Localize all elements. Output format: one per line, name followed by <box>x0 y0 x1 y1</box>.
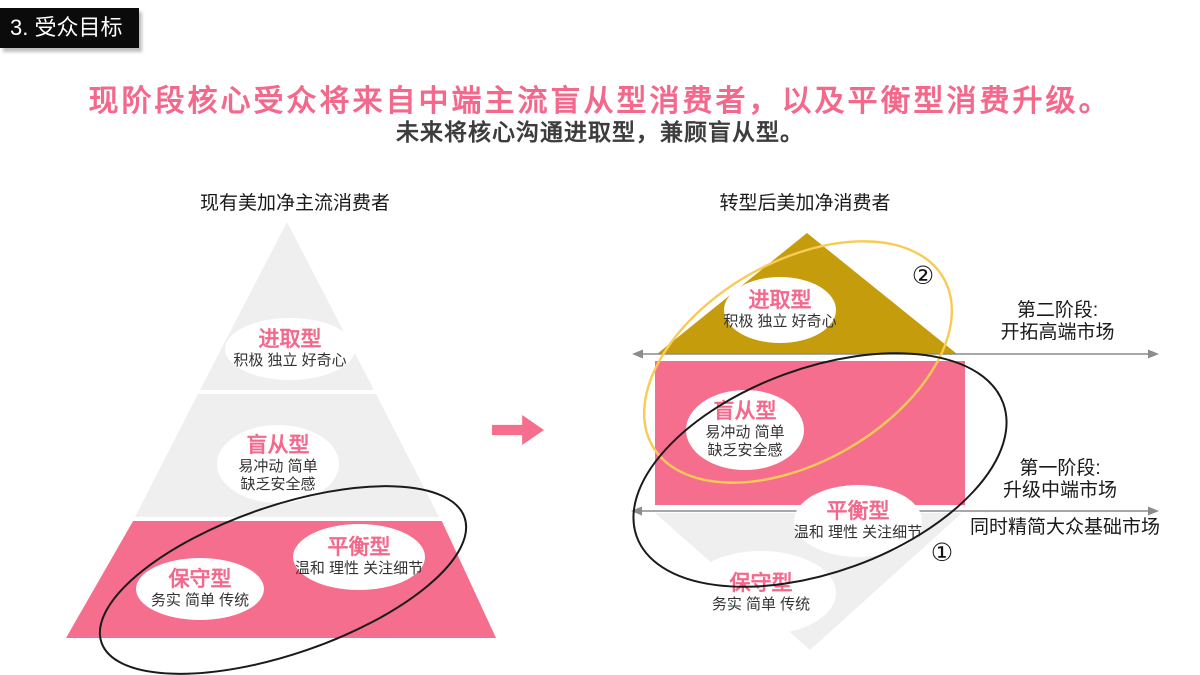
phase2-label: 第二阶段: 开拓高端市场 <box>955 300 1160 344</box>
phase2-marker-icon: ② <box>911 262 935 290</box>
bubble-ellipse <box>225 318 355 380</box>
segment-traits: 务实 简单 传统 <box>711 596 811 613</box>
segment-bubble-follower-left: 盲从型 易冲动 简单 缺乏安全感 <box>198 421 358 507</box>
segment-title: 盲从型 <box>713 400 777 423</box>
segment-traits: 积极 独立 好奇心 <box>233 352 347 369</box>
segment-traits-line1: 易冲动 简单 <box>705 424 785 441</box>
segment-bubble-proactive-left: 进取型 积极 独立 好奇心 <box>210 313 370 385</box>
segment-traits: 温和 理性 关注细节 <box>793 524 923 541</box>
phase2-label-line1: 第二阶段: <box>1016 300 1099 321</box>
slide-headline: 现阶段核心受众将来自中端主流盲从型消费者，以及平衡型消费升级。 <box>88 85 1112 118</box>
right-arrow-icon <box>492 415 544 445</box>
segment-traits: 积极 独立 好奇心 <box>723 313 837 330</box>
segment-title: 进取型 <box>258 328 322 351</box>
phase1-label-line1: 第一阶段: <box>1019 458 1101 479</box>
phase1-marker-icon: ① <box>930 539 954 567</box>
segment-title: 保守型 <box>729 572 793 595</box>
segment-title: 平衡型 <box>327 536 391 559</box>
segment-title: 保守型 <box>168 568 232 591</box>
section-badge: 3. 受众目标 <box>0 8 139 48</box>
slide-subheadline: 未来将核心沟通进取型，兼顾盲从型。 <box>396 119 804 145</box>
segment-title: 进取型 <box>748 289 812 312</box>
segment-traits: 温和 理性 关注细节 <box>294 560 424 577</box>
segment-title: 盲从型 <box>246 434 310 457</box>
right-diagram-title: 转型后美加净消费者 <box>719 193 891 214</box>
segment-bubble-conservative-right: 保守型 务实 简单 传统 <box>681 551 841 635</box>
segment-traits: 务实 简单 传统 <box>150 592 250 609</box>
segment-bubble-proactive-right: 进取型 积极 独立 好奇心 <box>705 277 855 343</box>
phase1-note: 同时精简大众基础市场 <box>969 517 1160 538</box>
phase1-label: 第一阶段: 升级中端市场 <box>955 458 1165 502</box>
segment-traits-line1: 易冲动 简单 <box>238 458 318 475</box>
segment-bubble-follower-right: 盲从型 易冲动 简单 缺乏安全感 <box>670 387 820 473</box>
segment-bubble-balanced-right: 平衡型 温和 理性 关注细节 <box>778 485 938 557</box>
left-diagram-title: 现有美加净主流消费者 <box>199 193 390 214</box>
phase2-label-line2: 开拓高端市场 <box>1000 322 1115 343</box>
segment-traits-line2: 缺乏安全感 <box>240 476 316 493</box>
phase1-label-line2: 升级中端市场 <box>1002 480 1117 501</box>
segment-title: 平衡型 <box>826 500 890 523</box>
segment-traits-line2: 缺乏安全感 <box>707 442 783 459</box>
segment-bubble-balanced-left: 平衡型 温和 理性 关注细节 <box>279 524 439 590</box>
segment-bubble-conservative-left: 保守型 务实 简单 传统 <box>120 557 280 621</box>
